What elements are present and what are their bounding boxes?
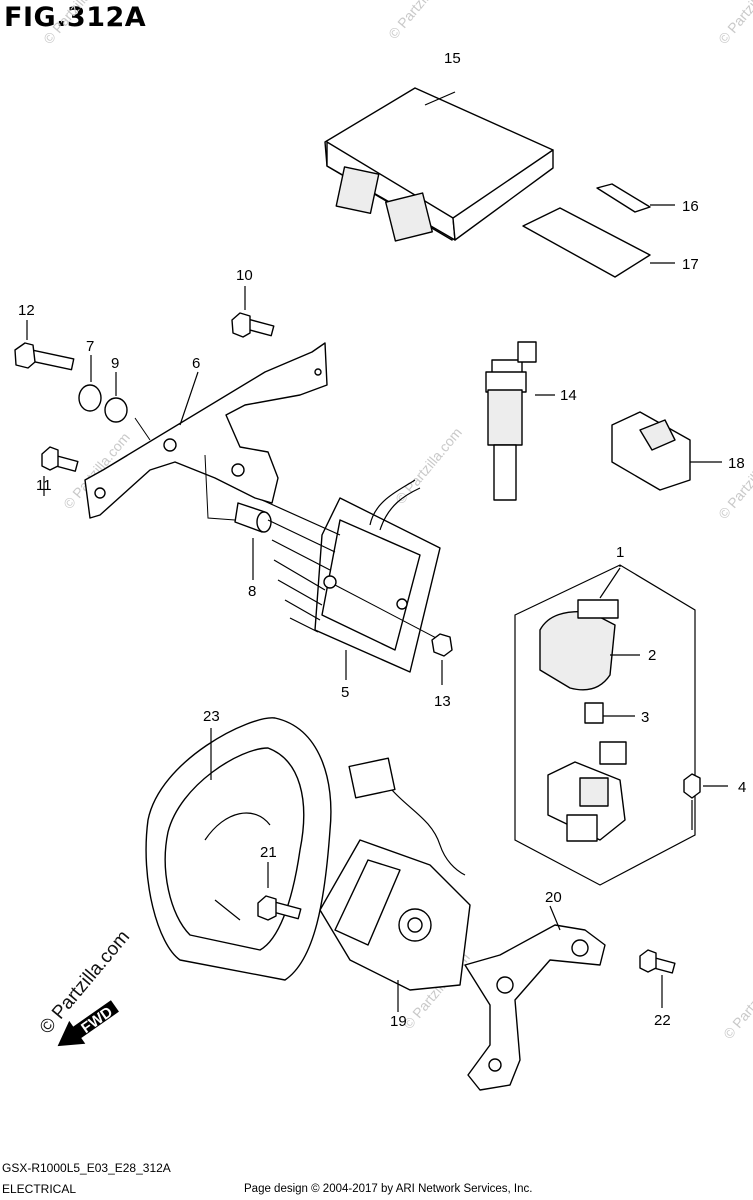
diagram-code: GSX-R1000L5_E03_E28_312A xyxy=(2,1161,171,1175)
part-7-washer[interactable] xyxy=(78,384,102,412)
callout-20: 20 xyxy=(545,889,562,906)
callout-14: 14 xyxy=(560,387,577,404)
part-17-pad[interactable] xyxy=(522,207,651,278)
watermark: © Partzilla.com xyxy=(715,0,753,47)
callout-23: 23 xyxy=(203,708,220,725)
callout-5: 5 xyxy=(341,684,349,701)
category-label: ELECTRICAL xyxy=(2,1182,77,1196)
watermark: © Partzilla.com xyxy=(40,0,113,47)
part-23-cover[interactable] xyxy=(145,717,332,981)
watermark: © Partzilla.com xyxy=(715,439,753,522)
callout-numbers: 1 2 3 4 5 6 7 8 9 10 11 12 13 14 15 16 1… xyxy=(18,50,746,1030)
callout-15: 15 xyxy=(444,50,461,67)
part-4-screw[interactable] xyxy=(683,773,701,799)
part-10-bolt[interactable] xyxy=(231,312,275,338)
part-18-connector[interactable] xyxy=(611,411,691,491)
figure-title: FIG.312A xyxy=(4,2,147,33)
part-6-bracket[interactable] xyxy=(84,342,328,519)
callout-22: 22 xyxy=(654,1012,671,1029)
part-15-ecm[interactable] xyxy=(324,87,554,242)
callout-7: 7 xyxy=(86,338,94,355)
part-21-bolt[interactable] xyxy=(257,895,302,921)
callout-12: 12 xyxy=(18,302,35,319)
callout-13: 13 xyxy=(434,693,451,710)
part-22-bolt[interactable] xyxy=(639,949,676,974)
callout-8: 8 xyxy=(248,583,256,600)
callout-6: 6 xyxy=(192,355,200,372)
part-13-nut[interactable] xyxy=(431,633,453,657)
part-16-pad[interactable] xyxy=(596,183,651,213)
part-5-regulator[interactable] xyxy=(261,479,441,673)
callout-1: 1 xyxy=(616,544,624,561)
part-3-fuse[interactable] xyxy=(584,702,604,724)
part-8-spacer[interactable] xyxy=(234,502,272,533)
callout-9: 9 xyxy=(111,355,119,372)
callout-2: 2 xyxy=(648,647,656,664)
part-14-ignition-coil[interactable] xyxy=(485,341,537,501)
part-20-bracket[interactable] xyxy=(464,924,606,1091)
part-11-bolt[interactable] xyxy=(41,446,79,472)
callout-16: 16 xyxy=(682,198,699,215)
callout-18: 18 xyxy=(728,455,745,472)
callout-3: 3 xyxy=(641,709,649,726)
part-9-collar[interactable] xyxy=(104,397,128,423)
credit-text: Page design © 2004-2017 by ARI Network S… xyxy=(244,1183,533,1195)
part-19-sensor[interactable] xyxy=(319,757,471,991)
part-relay-body[interactable] xyxy=(547,741,627,842)
callout-17: 17 xyxy=(682,256,699,273)
callout-10: 10 xyxy=(236,267,253,284)
part-2-cover[interactable] xyxy=(539,599,619,691)
watermark: © Partzilla.com xyxy=(385,0,458,42)
watermark: © Partzilla.com xyxy=(720,959,753,1042)
callout-11: 11 xyxy=(36,477,52,494)
callout-4: 4 xyxy=(738,779,746,796)
callout-21: 21 xyxy=(260,844,277,861)
part-12-bolt[interactable] xyxy=(14,342,75,371)
callout-19: 19 xyxy=(390,1013,407,1030)
watermark: © Partzilla.com xyxy=(392,424,465,507)
